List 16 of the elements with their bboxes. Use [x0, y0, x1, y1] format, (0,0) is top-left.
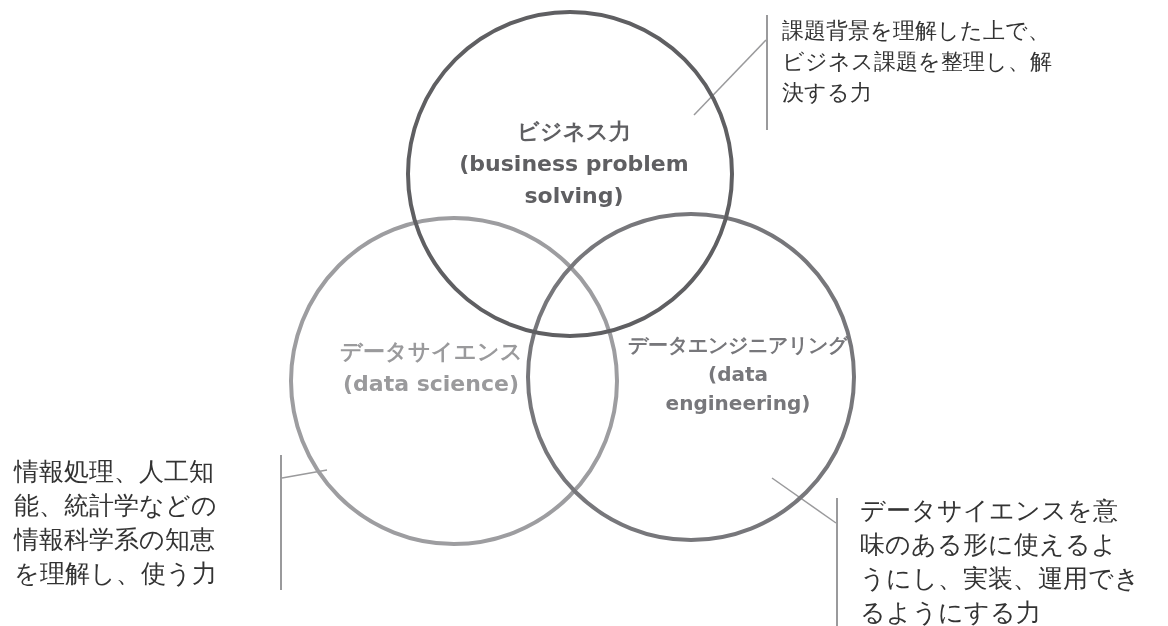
leader-line: [693, 39, 767, 116]
circle-subtitle: (data engineering): [664, 360, 812, 417]
circle-subtitle: (data science): [343, 370, 519, 398]
venn-circle: [406, 10, 734, 338]
circle-title: データエンジニアリング: [628, 331, 848, 359]
venn-circle: [289, 216, 619, 546]
circle-subtitle: (business problem solving): [458, 150, 690, 210]
leader-line: [771, 477, 837, 524]
callout-bracket: [14, 455, 282, 590]
callout-text: データサイエンスを意味のある形に使えるようにし、実装、運用できるようにする力: [860, 495, 1140, 626]
circle-title: ビジネス力: [517, 118, 631, 147]
callout-text: 課題背景を理解した上で、ビジネス課題を整理し、解決する力: [782, 17, 1052, 107]
venn-circle: [526, 212, 856, 542]
leader-line: [281, 469, 328, 479]
circle-title: データサイエンス: [339, 338, 523, 367]
callout-text: 情報処理、人工知能、統計学などの情報科学系の知恵を理解し、使う力: [14, 455, 218, 590]
